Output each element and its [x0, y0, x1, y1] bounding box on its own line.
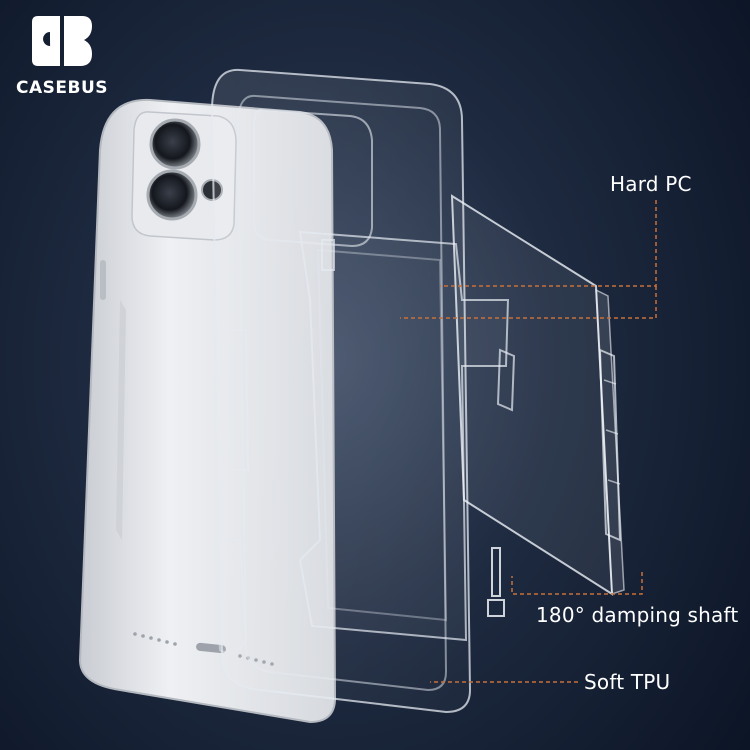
- damping-shaft-leader: [511, 572, 643, 595]
- brand-logo: CASEBUS: [14, 12, 124, 102]
- callout-soft-tpu: Soft TPU: [584, 670, 671, 694]
- camera-lens-icon: [146, 169, 198, 221]
- camera-lens-icon: [149, 118, 201, 170]
- hard-pc-leader: [400, 286, 657, 319]
- hard-pc-panel: [450, 194, 625, 596]
- casebus-logo-icon: [32, 16, 92, 66]
- leader-lines: [400, 200, 657, 683]
- brand-name: CASEBUS: [16, 78, 108, 98]
- card-holder-frame: [298, 230, 516, 642]
- callout-damping-shaft: 180° damping shaft: [536, 603, 739, 627]
- soft-tpu-frame: [210, 68, 472, 714]
- callout-hard-pc: Hard PC: [610, 172, 692, 196]
- damping-shaft: [487, 547, 505, 617]
